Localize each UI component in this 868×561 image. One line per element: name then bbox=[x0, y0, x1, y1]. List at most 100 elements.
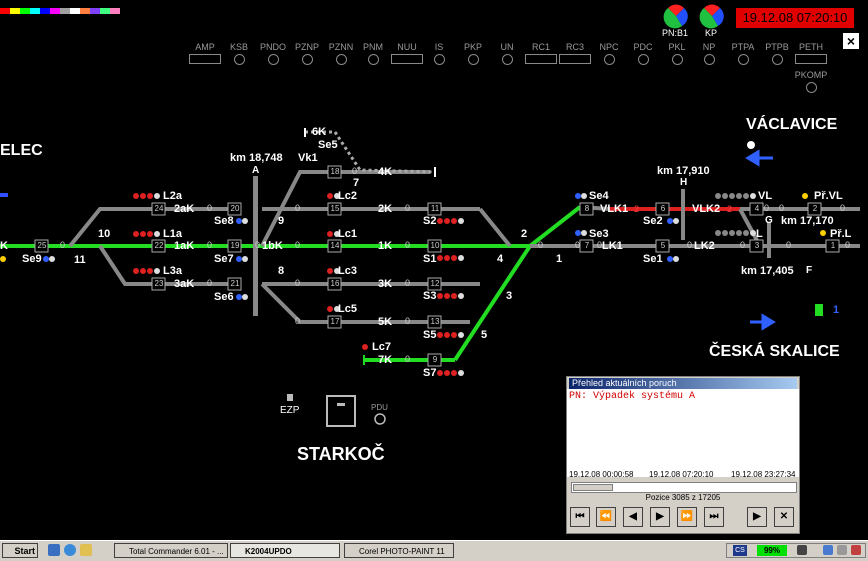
label-l: L bbox=[756, 228, 763, 240]
volume-icon[interactable] bbox=[837, 545, 847, 555]
tray-app-icon[interactable] bbox=[851, 545, 861, 555]
label-lc2: Lc2 bbox=[338, 190, 357, 202]
track-section-zero: 0 bbox=[845, 240, 851, 250]
label-s1: S1 bbox=[423, 253, 437, 265]
label-se8: Se8 bbox=[214, 215, 234, 227]
vaclavice-indicator bbox=[747, 141, 755, 149]
playback-back-button[interactable]: ◀ bbox=[623, 507, 643, 527]
indicator-np[interactable]: NP bbox=[692, 42, 726, 65]
playback-last-button[interactable]: ⏭ bbox=[704, 507, 724, 527]
indicator-rc1[interactable]: RC1 bbox=[524, 42, 558, 64]
playback-stop-button[interactable]: ✕ bbox=[774, 507, 794, 527]
indicator-lamp bbox=[233, 54, 245, 65]
track-section-zero: 0 bbox=[60, 240, 66, 250]
track-section-zero: 0 bbox=[740, 240, 746, 250]
indicator-label: RC3 bbox=[565, 42, 584, 52]
indicator-label: PZNN bbox=[328, 42, 354, 52]
show-desktop-icon[interactable] bbox=[48, 544, 60, 556]
letter-g: G bbox=[765, 215, 773, 226]
block-number: 1 bbox=[830, 241, 836, 250]
indicator-pdc[interactable]: PDC bbox=[626, 42, 660, 65]
track-section-zero: 0 bbox=[405, 203, 411, 213]
km-marker-f: km 17,405 bbox=[741, 265, 794, 277]
block-number: 4 bbox=[754, 204, 760, 213]
label-se6: Se6 bbox=[214, 291, 234, 303]
label-lc1: Lc1 bbox=[338, 228, 357, 240]
indicator-pznn[interactable]: PZNN bbox=[324, 42, 358, 65]
playback-fast-back-button[interactable]: ⏪ bbox=[596, 507, 616, 527]
indicator-label: PKL bbox=[668, 42, 686, 52]
playback-first-button[interactable]: ⏮ bbox=[570, 507, 590, 527]
indicator-rc3[interactable]: RC3 bbox=[558, 42, 592, 64]
station-building-icon[interactable] bbox=[326, 395, 356, 427]
task-corel-photo-paint[interactable]: Corel PHOTO-PAINT 11 bbox=[344, 543, 454, 558]
indicator-is[interactable]: IS bbox=[422, 42, 456, 65]
label-k: K bbox=[0, 240, 8, 252]
indicator-lamp bbox=[795, 54, 827, 64]
start-button[interactable]: Start bbox=[2, 543, 38, 558]
kp-status-icon[interactable] bbox=[699, 4, 724, 29]
indicator-pkl[interactable]: PKL bbox=[660, 42, 694, 65]
indicator-un[interactable]: UN bbox=[490, 42, 524, 65]
station-vaclavice: VÁCLAVICE bbox=[746, 116, 838, 133]
indicator-lamp bbox=[525, 54, 557, 64]
label-n10: 10 bbox=[98, 228, 111, 240]
browser-icon[interactable] bbox=[64, 544, 76, 556]
block-number: 5 bbox=[660, 241, 666, 250]
fault-overview-window[interactable]: Přehled aktuálních poruch PN: Výpadek sy… bbox=[566, 376, 800, 534]
indicator-npc[interactable]: NPC bbox=[592, 42, 626, 65]
indicator-pnm[interactable]: PNM bbox=[356, 42, 390, 65]
indicator-pndo[interactable]: PNDO bbox=[256, 42, 290, 65]
indicator-lamp bbox=[637, 54, 649, 65]
indicator-pznp[interactable]: PZNP bbox=[290, 42, 324, 65]
letter-a: A bbox=[252, 165, 260, 176]
system-tray: CS 99% bbox=[726, 543, 866, 558]
label-se9: Se9 bbox=[22, 253, 42, 265]
indicator-label: KSB bbox=[229, 42, 248, 52]
block-number: 6 bbox=[660, 204, 666, 213]
indicator-label: PKP bbox=[463, 42, 482, 52]
network-icon[interactable] bbox=[823, 545, 833, 555]
indicator-label: PNDO bbox=[259, 42, 286, 52]
time-end: 19.12.08 23:27:34 bbox=[731, 470, 796, 479]
pn-status-icon[interactable] bbox=[663, 4, 688, 29]
indicator-ptpa[interactable]: PTPA bbox=[726, 42, 760, 65]
indicator-pkomp[interactable]: PKOMP bbox=[794, 70, 828, 93]
indicator-lamp bbox=[335, 54, 347, 65]
close-button[interactable]: × bbox=[843, 33, 859, 49]
indicator-lamp bbox=[559, 54, 591, 64]
indicator-ksb[interactable]: KSB bbox=[222, 42, 256, 65]
timeline-slider-thumb[interactable] bbox=[573, 484, 613, 491]
label-se7: Se7 bbox=[214, 253, 234, 265]
timeline-slider[interactable] bbox=[571, 482, 797, 493]
indicator-nuu[interactable]: NUU bbox=[390, 42, 424, 64]
folder-icon[interactable] bbox=[80, 544, 92, 556]
task-k2004updo[interactable]: K2004UPDO bbox=[230, 543, 340, 558]
track-section-zero: 0 bbox=[255, 240, 261, 250]
fault-message[interactable]: PN: Výpadek systému A bbox=[569, 391, 696, 402]
fault-list[interactable]: PN: Výpadek systému A bbox=[567, 389, 799, 477]
indicator-ptpb[interactable]: PTPB bbox=[760, 42, 794, 65]
indicator-label: AMP bbox=[195, 42, 215, 52]
indicator-label: UN bbox=[500, 42, 514, 52]
power-plug-icon[interactable] bbox=[797, 545, 807, 555]
label-se2: Se2 bbox=[643, 215, 663, 227]
indicator-pkp[interactable]: PKP bbox=[456, 42, 490, 65]
language-indicator[interactable]: CS bbox=[733, 545, 747, 556]
indicator-lamp bbox=[267, 54, 279, 65]
indicator-amp[interactable]: AMP bbox=[188, 42, 222, 64]
station-starkoc: STARKOČ bbox=[297, 444, 385, 464]
task-total-commander[interactable]: Total Commander 6.01 - ... bbox=[114, 543, 228, 558]
indicator-label: NPC bbox=[599, 42, 619, 52]
label-prl: Př.L bbox=[830, 228, 852, 240]
indicator-peth[interactable]: PETH bbox=[794, 42, 828, 64]
station-left: ELEC bbox=[0, 142, 43, 159]
playback-forward-button[interactable]: ▶ bbox=[650, 507, 670, 527]
indicator-label: PKOMP bbox=[794, 70, 828, 80]
playback-play-button[interactable]: ▶ bbox=[747, 507, 767, 527]
signal-lamps bbox=[0, 193, 826, 376]
ezp-icon bbox=[287, 394, 293, 401]
playback-fast-forward-button[interactable]: ⏩ bbox=[677, 507, 697, 527]
battery-indicator[interactable]: 99% bbox=[757, 545, 787, 556]
indicator-label: PTPA bbox=[731, 42, 755, 52]
